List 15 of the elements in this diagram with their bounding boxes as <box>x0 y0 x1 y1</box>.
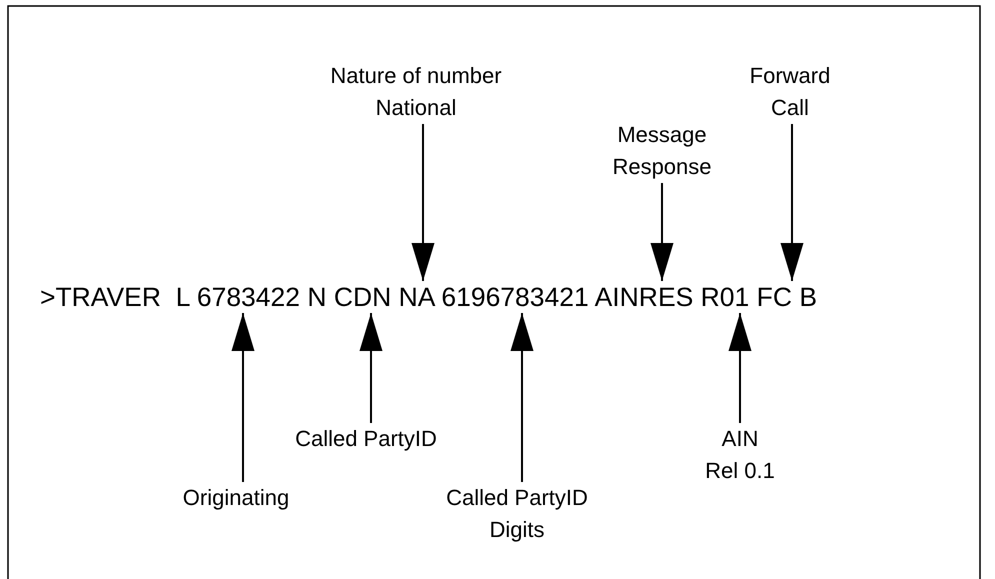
arrow <box>728 313 752 423</box>
arrow <box>510 313 534 482</box>
callout-label: Called PartyID <box>271 423 461 455</box>
callout-label: Message Response <box>597 119 727 183</box>
arrow <box>412 124 434 281</box>
callout-label: AIN Rel 0.1 <box>705 423 775 487</box>
arrow <box>232 313 254 482</box>
arrow <box>360 313 382 423</box>
callout-label: Nature of number National <box>316 60 516 124</box>
callout-label: Forward Call <box>740 60 840 124</box>
arrow <box>780 124 804 281</box>
arrow <box>650 183 674 281</box>
command-line: >TRAVER L 6783422 N CDN NA 6196783421 AINRES R01 FC B <box>40 281 818 313</box>
callout-label: Originating <box>166 482 306 514</box>
callout-label: Called PartyID Digits <box>417 482 617 546</box>
